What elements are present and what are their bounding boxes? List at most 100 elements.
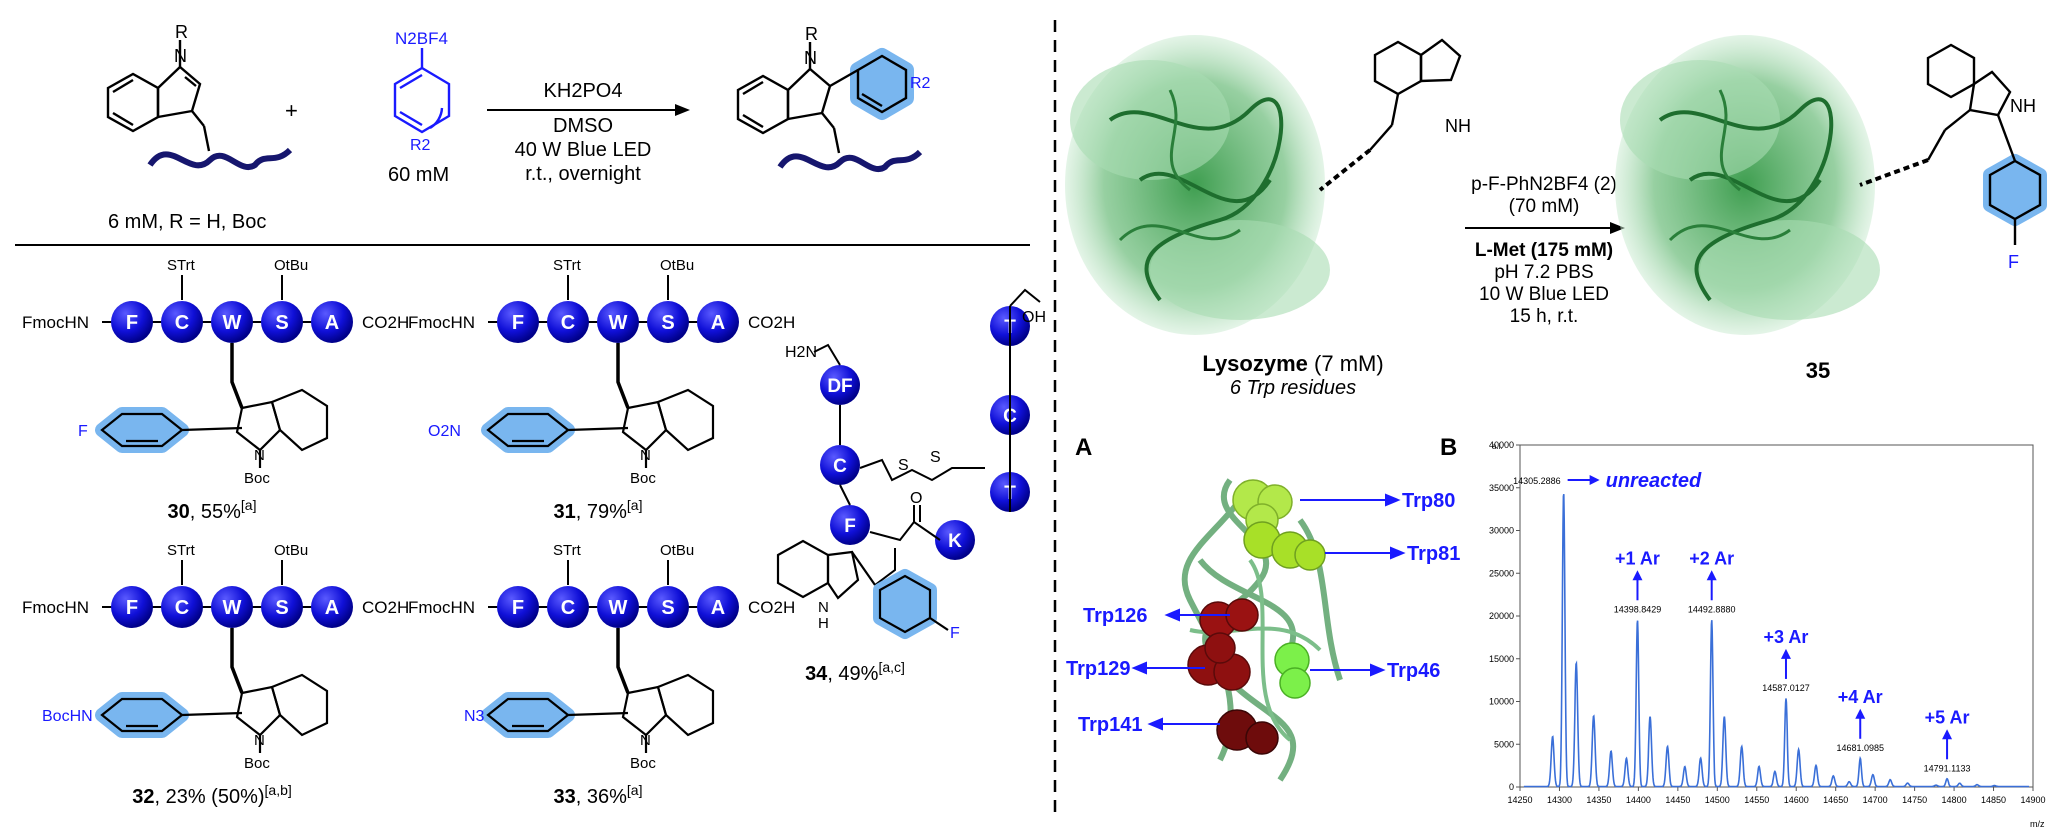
residue-sphere xyxy=(311,586,353,628)
spectrum-line xyxy=(1523,493,2030,788)
compound-note: [a] xyxy=(627,782,643,798)
indole-r: R xyxy=(175,22,188,42)
lysozyme-name: Lysozyme xyxy=(1202,351,1308,376)
x-tick-label: 14300 xyxy=(1547,795,1572,805)
trp141-label: Trp141 xyxy=(1078,714,1142,736)
peak-annotation: +2 Ar xyxy=(1689,548,1734,568)
cyclic-indole-n: N xyxy=(818,599,829,616)
x-tick-label: 14250 xyxy=(1507,795,1532,805)
ser-otbu: OtBu xyxy=(274,542,308,559)
peak-annotation: +4 Ar xyxy=(1838,687,1883,707)
residue-sphere xyxy=(697,586,739,628)
residue-sphere xyxy=(261,301,303,343)
residue-label: F xyxy=(126,597,138,619)
peak-mass-label: 14791.1133 xyxy=(1924,763,1971,773)
cond-2: DMSO xyxy=(553,115,613,137)
cyclic-residue xyxy=(820,365,860,405)
trp141-spheres xyxy=(1216,709,1279,755)
x-tick-label: 14350 xyxy=(1586,795,1611,805)
compound-yield: , 36% xyxy=(576,786,627,808)
compound-id: 33 xyxy=(554,786,576,808)
x-tick-label: 14700 xyxy=(1863,795,1888,805)
peptide-nterm: FmocHN xyxy=(22,598,89,617)
peptide-nterm: FmocHN xyxy=(22,313,89,332)
y-unit: a.i. xyxy=(1492,442,1503,451)
indole-n: N xyxy=(254,732,265,749)
y-tick-label: 15000 xyxy=(1489,654,1514,664)
residue-label: F xyxy=(512,597,524,619)
peptide-nterm: FmocHN xyxy=(408,313,475,332)
product-arylindole xyxy=(736,42,923,172)
compound-note: [a,b] xyxy=(265,782,292,798)
residue-sphere xyxy=(111,586,153,628)
peak-annotation: +3 Ar xyxy=(1764,627,1809,647)
x-tick-label: 14900 xyxy=(2020,795,2045,805)
boc-label: Boc xyxy=(630,470,656,487)
trp81-label: Trp81 xyxy=(1407,543,1460,565)
residue-sphere xyxy=(311,301,353,343)
residue-label: A xyxy=(325,312,339,334)
product-r2: R2 xyxy=(910,75,931,92)
compound-id: 31 xyxy=(554,501,576,523)
residue-sphere xyxy=(261,586,303,628)
panel-b-mass-spectrum: B a.i. m/z 05000100001500020000250003000… xyxy=(1440,434,2046,829)
trp129-label: Trp129 xyxy=(1066,658,1130,680)
trp80-label: Trp80 xyxy=(1402,490,1455,512)
pcond-6: 15 h, r.t. xyxy=(1510,306,1579,327)
residue-label: S xyxy=(661,597,674,619)
product-f: F xyxy=(2008,252,2019,272)
cyclic-f: F xyxy=(950,625,960,642)
cyclic-residue xyxy=(830,505,870,545)
cys-strt: STrt xyxy=(553,542,582,559)
compound-id: 30 xyxy=(168,501,190,523)
peak-mass-label: 14681.0985 xyxy=(1836,743,1884,753)
residue-sphere xyxy=(597,301,639,343)
cyclic-residue-label: C xyxy=(833,456,847,477)
x-tick-label: 14500 xyxy=(1705,795,1730,805)
lysozyme-reaction: NH Lysozyme (7 mM) 6 Trp residues p-F-Ph… xyxy=(1065,35,2047,399)
caption-30: 30, 55%[a] xyxy=(168,497,257,523)
compound-yield: , 23% (50%) xyxy=(154,786,264,808)
disulfide-s2: S xyxy=(930,449,941,466)
y-tick-label: 25000 xyxy=(1489,568,1514,578)
trp129-spheres xyxy=(1187,632,1251,691)
residue-label: A xyxy=(711,597,725,619)
cyclic-h2n: H2N xyxy=(785,344,817,361)
caption-31: 31, 79%[a] xyxy=(554,497,643,523)
product-n: N xyxy=(804,48,817,68)
indole-n: N xyxy=(254,447,265,464)
trp126-label: Trp126 xyxy=(1083,605,1147,627)
backbone-wave xyxy=(147,147,293,170)
reagent-conc: 60 mM xyxy=(388,164,449,186)
residue-label: W xyxy=(223,312,242,334)
cyclic-residue-label: K xyxy=(948,531,962,552)
carbonyl-o: O xyxy=(910,490,922,507)
indole-n: N xyxy=(174,46,187,66)
residue-sphere xyxy=(497,586,539,628)
compound-note: [a,c] xyxy=(878,659,904,675)
trp126-spheres xyxy=(1199,598,1259,639)
peak-mass-label: 14398.8429 xyxy=(1614,604,1662,614)
cyclic-aryl-highlight xyxy=(873,569,937,639)
trp-aryl-sidechain xyxy=(1859,43,2047,245)
residue-sphere xyxy=(111,301,153,343)
peak-mass-label: 14492.8880 xyxy=(1688,604,1736,614)
reaction-scheme: R N 6 mM, R = H, Boc + N2BF4 R2 60 mM KH… xyxy=(106,22,931,233)
residue-sphere xyxy=(497,301,539,343)
cyclic-oh: OH xyxy=(1022,309,1046,326)
trp-note: 6 Trp residues xyxy=(1230,377,1356,399)
residue-label: W xyxy=(223,597,242,619)
compound-note: [a] xyxy=(627,497,643,513)
aryl-substituent: N3 xyxy=(464,708,485,725)
cond-3: 40 W Blue LED xyxy=(515,139,652,161)
lysozyme-conc: (7 mM) xyxy=(1308,351,1384,376)
compound-id: 32 xyxy=(132,786,154,808)
pcond-4: pH 7.2 PBS xyxy=(1494,262,1593,283)
residue-sphere xyxy=(211,586,253,628)
trp81-spheres xyxy=(1243,521,1326,571)
residue-sphere xyxy=(697,301,739,343)
x-tick-label: 14600 xyxy=(1784,795,1809,805)
peak-mass-label: 14305.2886 xyxy=(1513,476,1561,486)
